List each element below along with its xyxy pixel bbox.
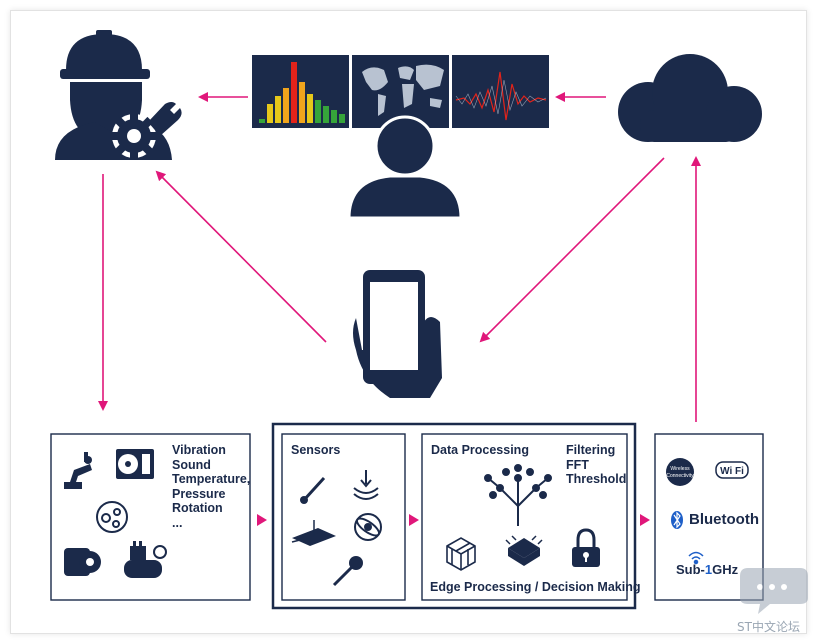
subghz-prefix: Sub- — [676, 562, 705, 577]
wifi-logo-icon: Wi Fi — [715, 461, 749, 479]
robot-arm-icon — [64, 452, 92, 489]
bar-chart-screen — [252, 55, 349, 128]
flow-chevrons — [257, 514, 650, 526]
engineer-gear-icon — [55, 30, 182, 160]
accelerometer-icon — [291, 520, 336, 546]
thermometer-icon — [300, 476, 326, 504]
histogram-bars — [259, 62, 345, 123]
wifi-label: Wi Fi — [720, 466, 744, 477]
smartphone-hand-icon — [353, 270, 442, 398]
method-fft: FFT — [566, 457, 589, 472]
microphone-icon — [332, 556, 363, 587]
subghz-signal-icon — [688, 551, 704, 565]
param-pressure: Pressure — [172, 486, 226, 501]
gyroscope-icon — [354, 513, 382, 541]
lock-icon — [572, 528, 600, 567]
decision-tree-icon — [484, 464, 552, 526]
param-vibration: Vibration — [172, 443, 226, 457]
edge-processing-label: Edge Processing / Decision Making — [430, 580, 641, 594]
data-processing-title: Data Processing — [431, 443, 529, 457]
subghz-label: Sub-1GHz — [676, 562, 738, 577]
gears-icon — [96, 501, 128, 533]
chevron-sensors-to-processing — [409, 514, 419, 526]
edge-node-frame — [271, 422, 637, 610]
bluetooth-label: Bluetooth — [689, 511, 759, 528]
arrow-cloud-to-phone — [479, 157, 665, 343]
param-sound: Sound — [172, 457, 211, 472]
analyst-icon — [347, 115, 463, 220]
world-map-screen — [352, 55, 449, 128]
cloud-icon — [618, 54, 762, 142]
forum-watermark-text: ST中文论坛 — [737, 620, 800, 634]
wireless-connectivity-badge: Wireless Connectivity — [666, 458, 694, 486]
forum-watermark-icon — [740, 568, 808, 614]
subghz-accent: 1 — [704, 562, 713, 577]
motor-icon — [64, 548, 101, 576]
processing-box — [421, 433, 628, 601]
filter-methods-list: Filtering FFT Threshold — [566, 443, 626, 487]
param-temperature: Temperature, — [172, 472, 251, 486]
pressure-icon — [353, 470, 379, 500]
bluetooth-rune-icon — [671, 511, 683, 529]
machines-box — [50, 433, 251, 601]
arrow-phone-to-engineer — [155, 170, 327, 343]
compressor-icon — [124, 541, 167, 578]
waveform-screen — [452, 55, 549, 128]
flow-arrows — [98, 92, 701, 422]
method-filtering: Filtering — [566, 443, 616, 457]
sensors-box — [281, 433, 406, 601]
param-ellipsis: ... — [172, 515, 183, 530]
monitoring-params-list: Vibration Sound Temperature, Pressure Ro… — [172, 443, 250, 530]
cube-icon — [446, 537, 476, 571]
wireless-badge-line1: Wireless — [670, 466, 690, 472]
method-threshold: Threshold — [566, 472, 627, 486]
chevron-processing-to-connectivity — [640, 514, 650, 526]
connectivity-box — [654, 433, 764, 601]
chip-icon — [505, 535, 543, 566]
sensors-title: Sensors — [291, 443, 341, 457]
fan-unit-icon — [116, 449, 154, 479]
param-rotation: Rotation — [172, 501, 223, 515]
chevron-machines-to-sensors — [257, 514, 267, 526]
wireless-badge-line2: Connectivity — [666, 473, 694, 479]
subghz-suffix: GHz — [712, 562, 739, 577]
